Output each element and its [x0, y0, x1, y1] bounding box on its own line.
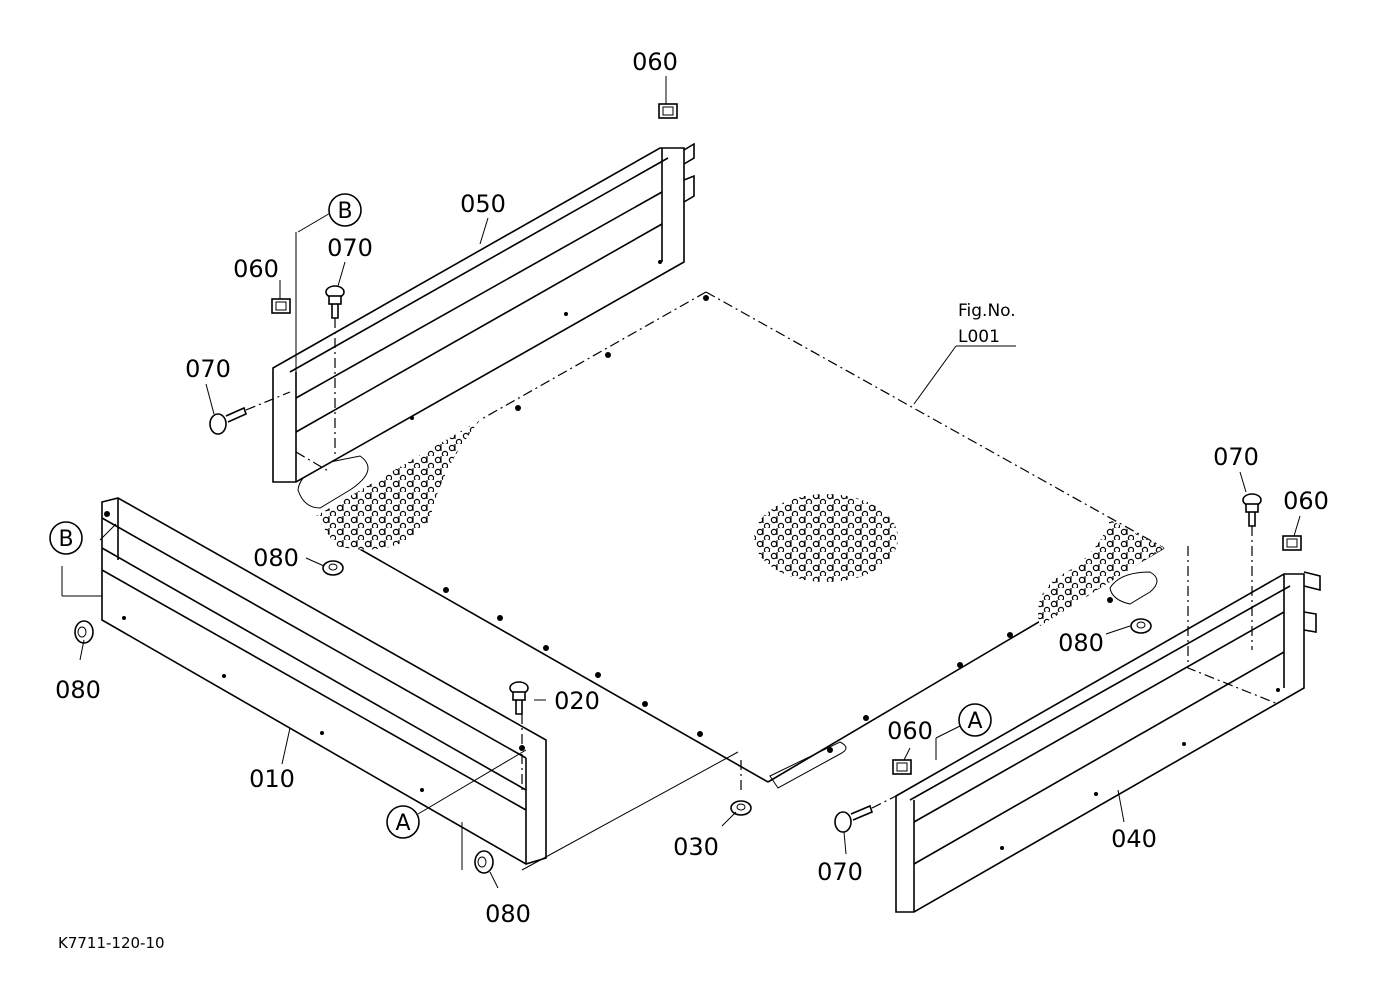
- label-010: 010: [249, 765, 295, 793]
- assembly-lines: [245, 318, 1279, 809]
- label-060-right: 060: [1283, 487, 1329, 515]
- label-030: 030: [673, 833, 719, 861]
- label-060-top: 060: [632, 48, 678, 76]
- label-080-far-left: 080: [55, 676, 101, 704]
- leader-lines: [61, 76, 1301, 889]
- label-060-left: 060: [233, 255, 279, 283]
- label-070-right: 070: [1213, 443, 1259, 471]
- label-070-left: 070: [185, 355, 231, 383]
- front-panel-010: [101, 497, 547, 865]
- fig-ref-line2: L001: [958, 327, 1000, 347]
- label-040: 040: [1111, 825, 1157, 853]
- label-080-bottom: 080: [485, 900, 531, 928]
- callout-a-left-text: A: [395, 811, 410, 836]
- side-panel-050: [272, 142, 695, 483]
- floor-plate: [297, 291, 1165, 789]
- callout-a-left: A: [386, 805, 420, 839]
- label-060-lower: 060: [887, 717, 933, 745]
- callout-b-top-text: B: [337, 199, 352, 224]
- label-080-mid-left: 080: [253, 544, 299, 572]
- bolts-070-020: [209, 285, 1262, 833]
- callout-a-right: A: [958, 703, 992, 737]
- fig-ref-line1: Fig.No.: [958, 301, 1016, 321]
- washers-060: [271, 103, 1302, 775]
- callout-b-left: B: [49, 521, 83, 555]
- label-070-top: 070: [327, 234, 373, 262]
- callout-b-top: B: [328, 193, 362, 227]
- side-panel-040: [895, 571, 1321, 913]
- label-020: 020: [554, 687, 600, 715]
- label-080-right: 080: [1058, 629, 1104, 657]
- label-070-lower: 070: [817, 858, 863, 886]
- callout-a-right-text: A: [967, 709, 982, 734]
- nuts-080-030: [74, 560, 1152, 874]
- callout-b-left-text: B: [58, 527, 73, 552]
- diagram-code: K7711-120-10: [58, 934, 165, 952]
- label-050: 050: [460, 190, 506, 218]
